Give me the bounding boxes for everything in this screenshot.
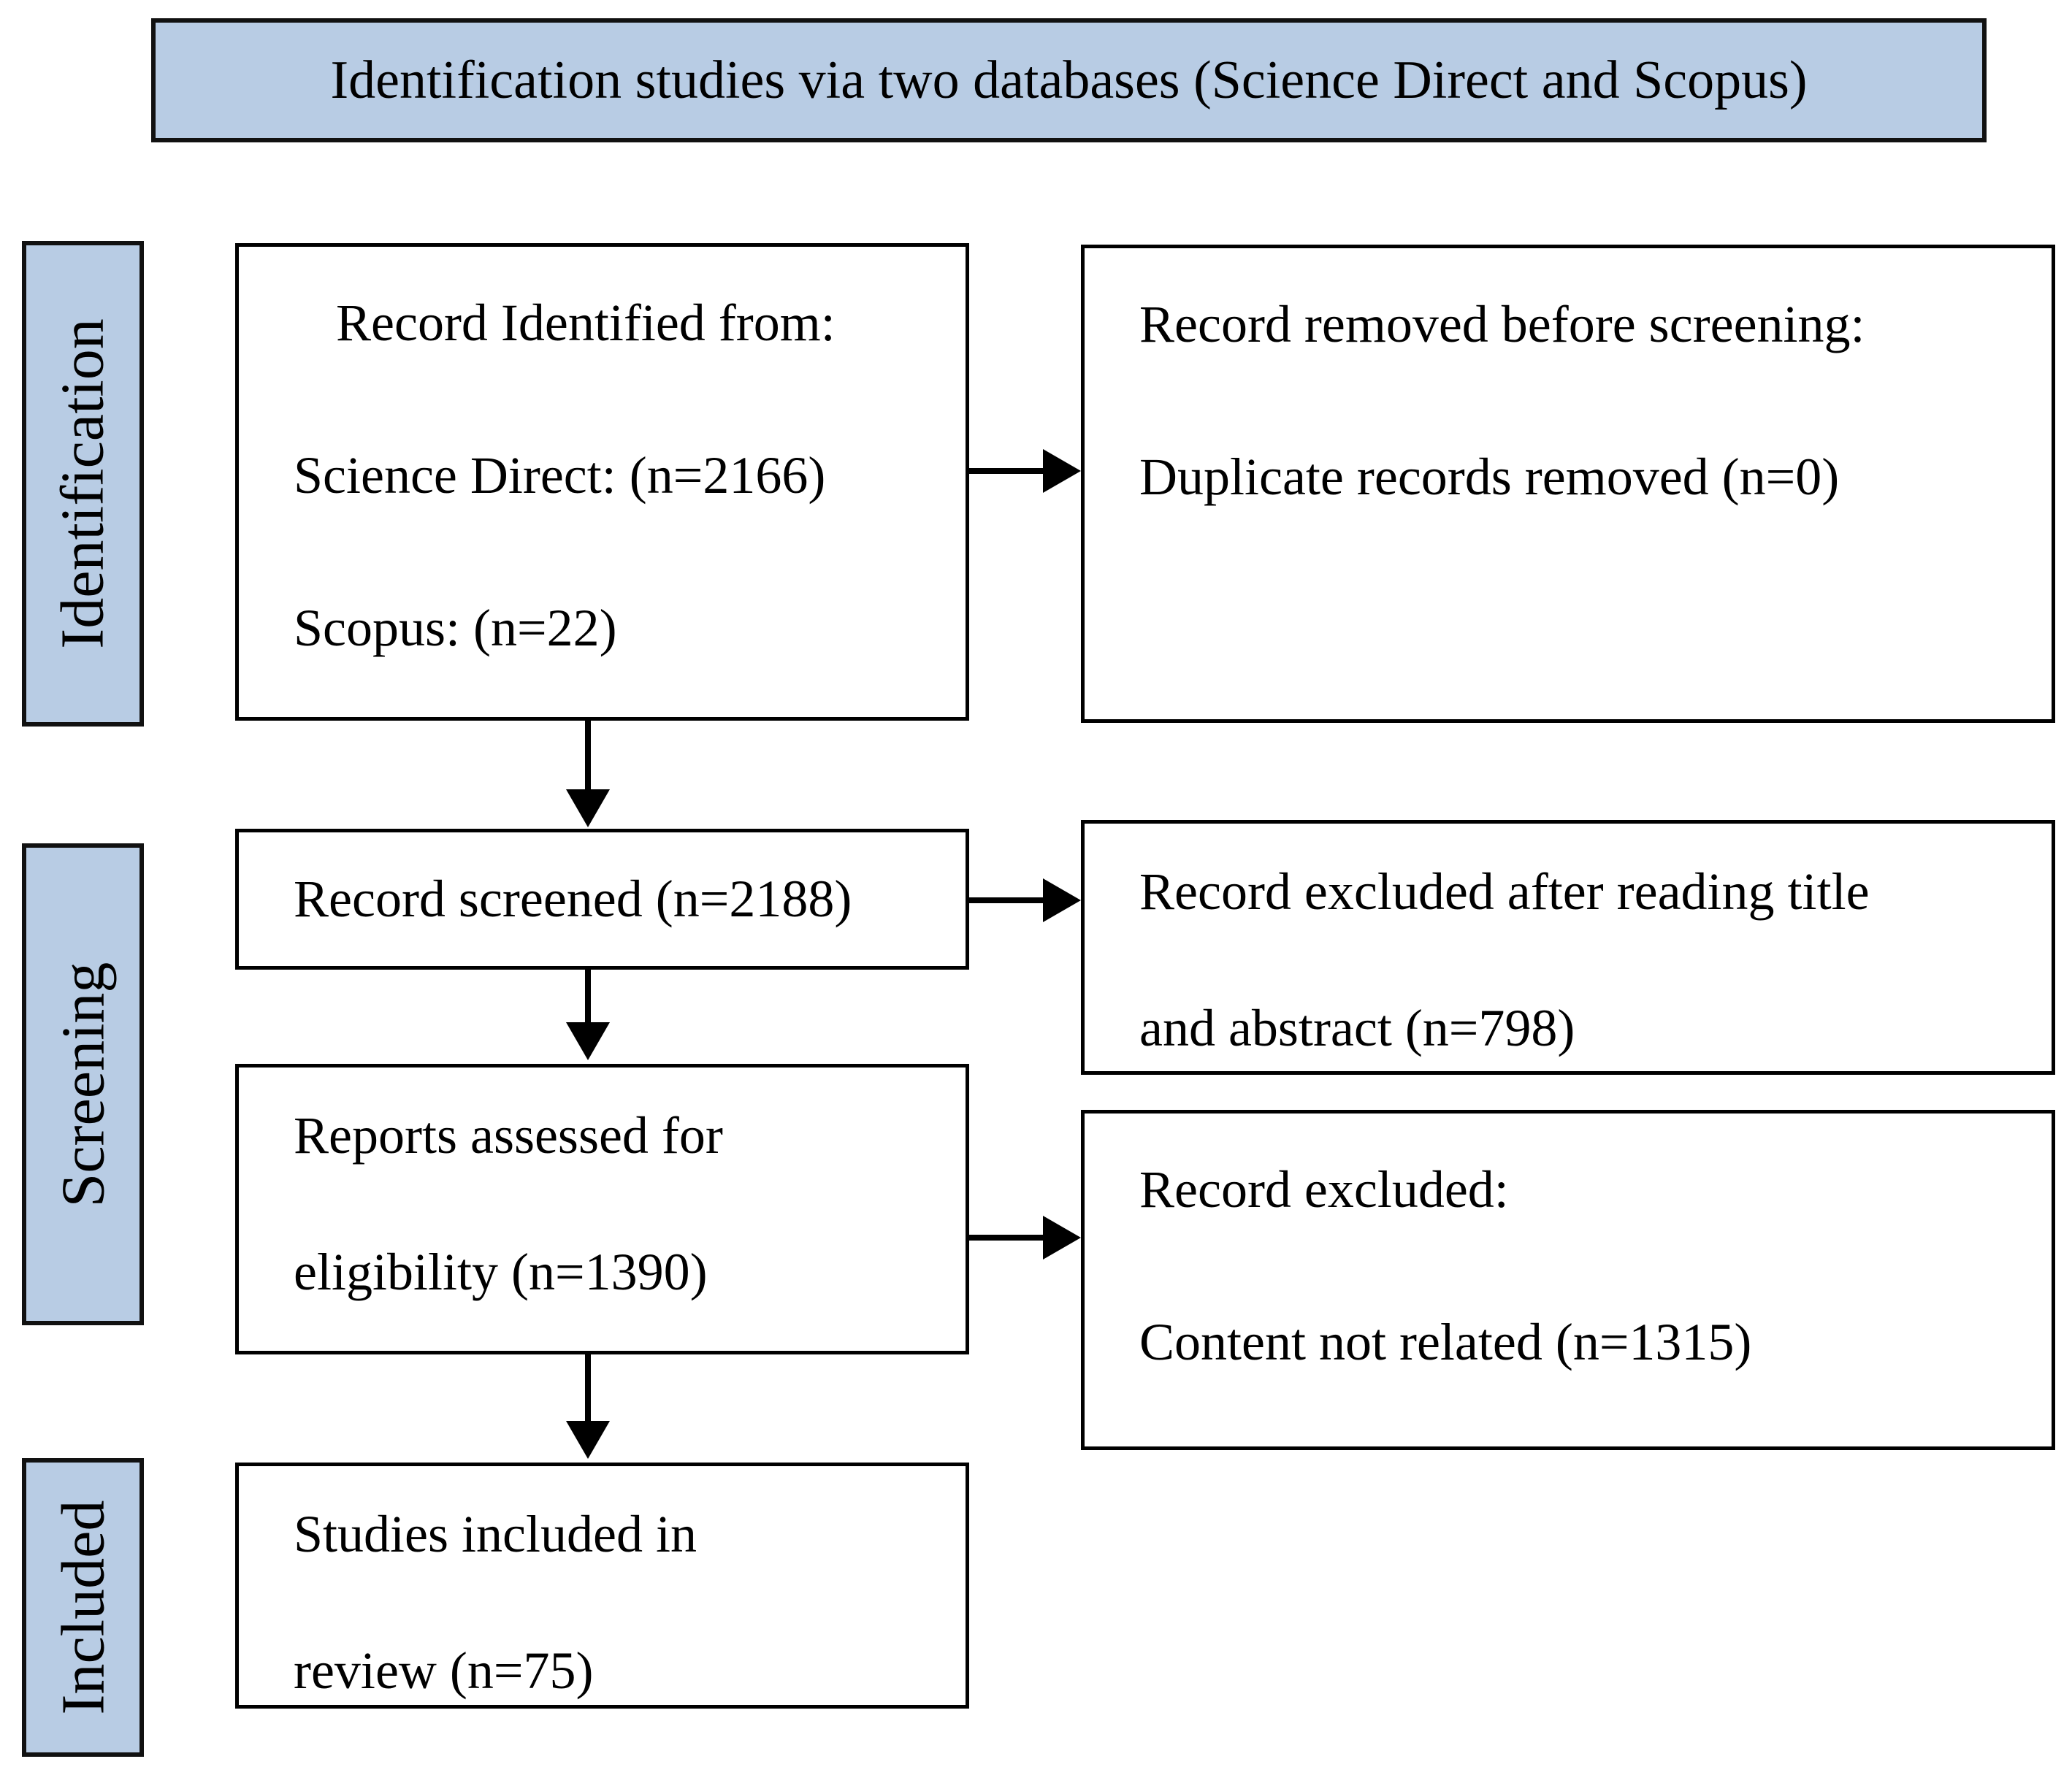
stage-label-text: Identification [49,318,118,649]
box-line: Science Direct: (n=2166) [294,445,826,505]
box-records-screened: Record screened (n=2188) [235,829,969,970]
arrow-assessed-to-excluded [969,1216,1082,1260]
box-line: eligibility (n=1390) [294,1243,708,1302]
arrow-head-icon [566,1421,610,1459]
arrow-head-icon [1043,1216,1081,1260]
arrow-head-icon [566,1022,610,1060]
box-line: Record Identified from: [336,294,836,352]
box-line: Reports assessed for [294,1106,723,1165]
arrow-head-icon [566,789,610,827]
box-line: Record screened (n=2188) [294,870,852,928]
box-line: Record excluded after reading title [1139,862,1870,921]
stage-label-identification: Identification [22,241,144,727]
diagram-title-banner: Identification studies via two databases… [151,18,1987,142]
box-line: Content not related (n=1315) [1139,1312,1752,1371]
stage-label-screening: Screening [22,843,144,1325]
box-line: Studies included in [294,1505,697,1563]
box-records-excluded-title-abstract: Record excluded after reading title and … [1081,820,2055,1075]
box-records-identified: Record Identified from: Science Direct: … [235,243,969,721]
box-studies-included: Studies included in review (n=75) [235,1463,969,1709]
arrow-head-icon [1043,449,1081,493]
box-line: Duplicate records removed (n=0) [1139,447,1840,506]
arrow-screened-to-assessed [566,970,610,1060]
arrow-shaft [969,1235,1046,1241]
arrow-shaft [585,1354,591,1424]
box-line: Scopus: (n=22) [294,598,617,657]
box-reports-assessed: Reports assessed for eligibility (n=1390… [235,1064,969,1354]
arrow-screened-to-excluded [969,878,1082,922]
arrow-head-icon [1043,878,1081,922]
box-line: review (n=75) [294,1641,594,1701]
arrow-shaft [585,970,591,1025]
diagram-title: Identification studies via two databases… [330,50,1808,110]
box-line: Record excluded: [1139,1160,1509,1219]
arrow-identified-to-screened [566,721,610,827]
arrow-shaft [969,897,1046,903]
stage-label-text: Included [49,1500,118,1715]
arrow-shaft [969,468,1046,474]
box-line: Record removed before screening: [1139,295,1865,353]
box-records-removed-before-screening: Record removed before screening: Duplica… [1081,245,2055,723]
stage-label-included: Included [22,1458,144,1757]
arrow-identified-to-removed [969,449,1082,493]
box-line: and abstract (n=798) [1139,999,1575,1058]
box-records-excluded-content: Record excluded: Content not related (n=… [1081,1110,2055,1450]
arrow-assessed-to-included [566,1354,610,1459]
stage-label-text: Screening [49,962,118,1207]
arrow-shaft [585,721,591,792]
